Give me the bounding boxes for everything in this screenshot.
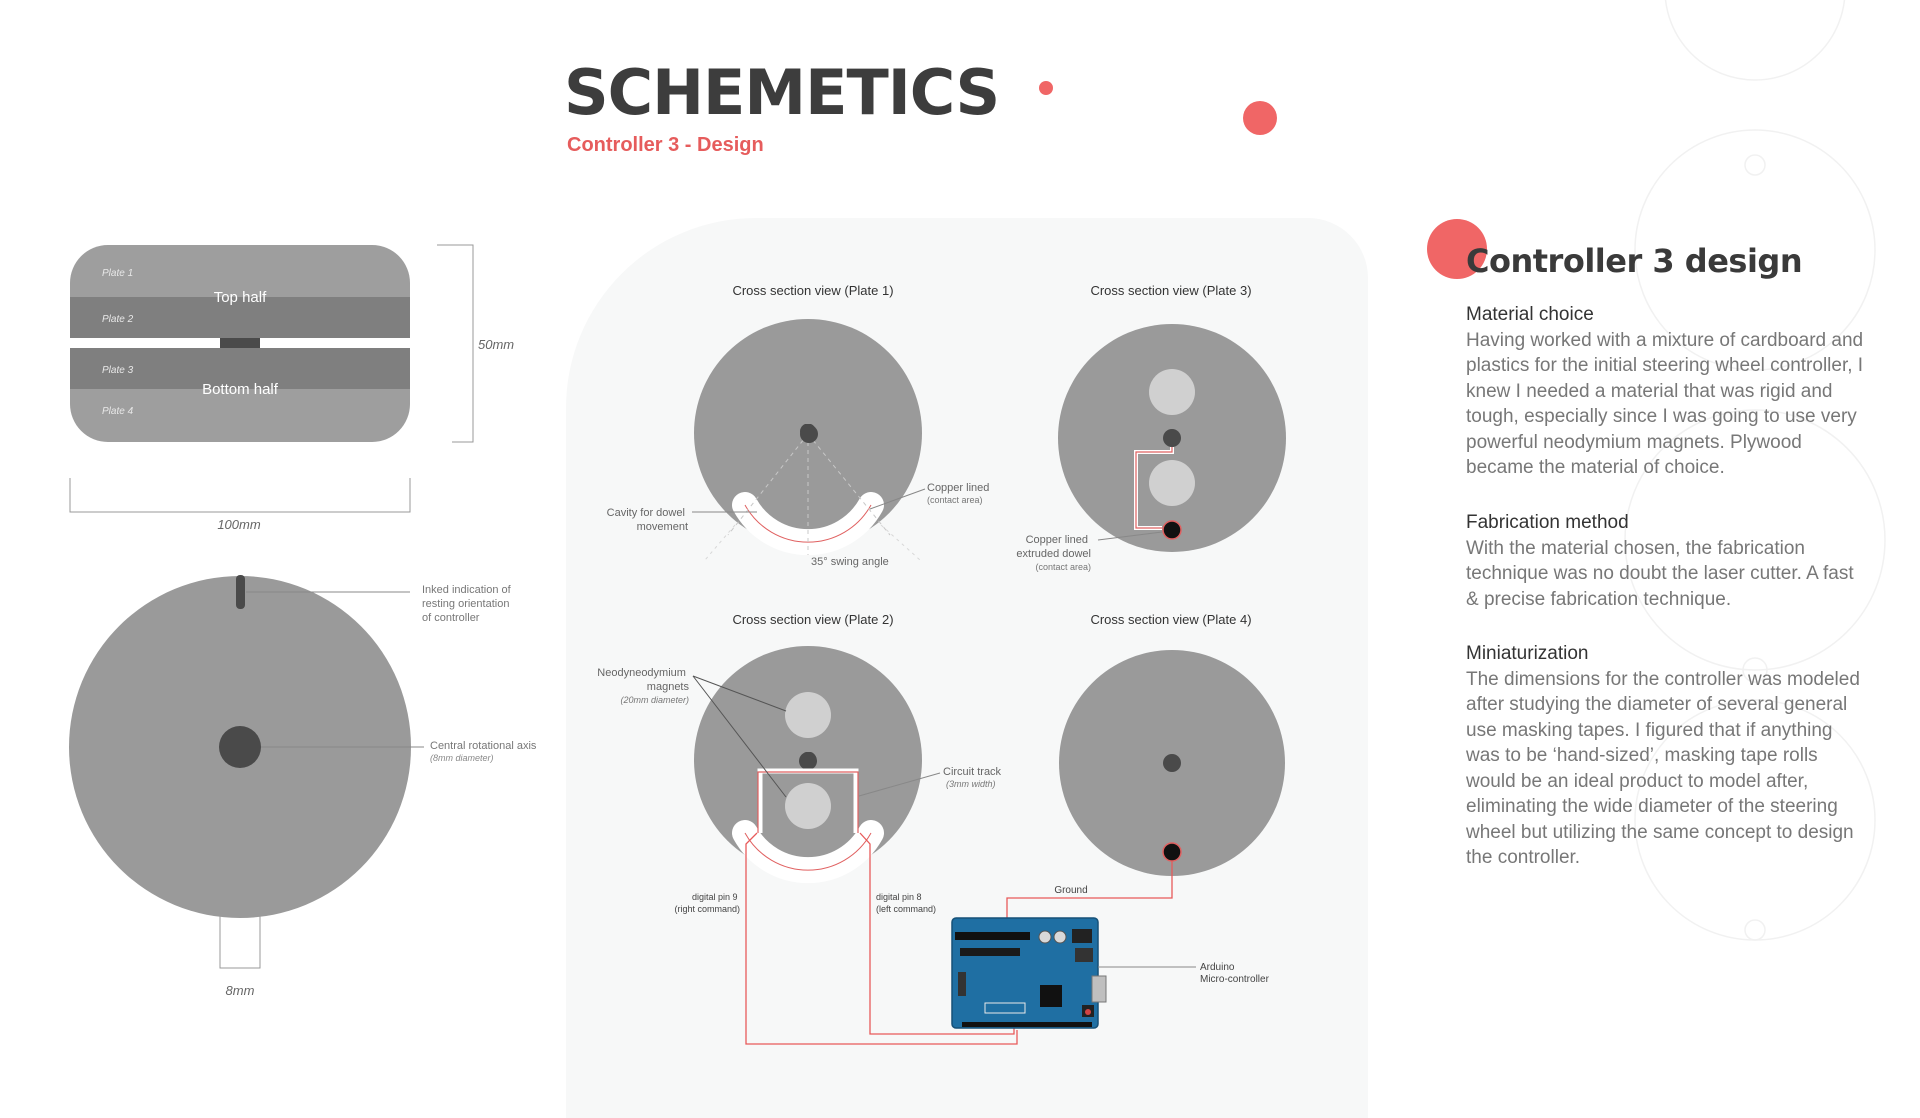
section-heading: Material choice: [1466, 304, 1594, 326]
plate-1-copper-label: Copper lined: [927, 482, 989, 494]
decorative-circles: [1624, 0, 1886, 941]
ink-label: Inked indication of resting orientation …: [422, 584, 514, 624]
axis-note: (8mm diameter): [430, 753, 494, 763]
center-dowel: [220, 338, 260, 348]
stem-label: 8mm: [226, 983, 255, 998]
plate-4-label: Plate 4: [102, 406, 134, 417]
section-heading: Fabrication method: [1466, 511, 1629, 533]
plate-3-magnet-top: [1149, 369, 1195, 415]
arduino-board: [951, 917, 1196, 1029]
ink-mark: [236, 575, 245, 609]
plate-3-dowel-label: Copper lined extruded dowel: [1016, 534, 1091, 560]
plate-2-track-note: (3mm width): [946, 779, 996, 789]
plate-stack: [70, 245, 410, 442]
plate-1-copper-note: (contact area): [927, 495, 983, 505]
section-body: The dimensions for the controller was mo…: [1466, 668, 1860, 869]
section-material-choice: Material choice Having worked with a mix…: [1466, 303, 1866, 481]
plate-3-dowel: [1162, 520, 1182, 540]
bottom-half-label: Bottom half: [202, 381, 279, 398]
plate-2-track: [808, 771, 859, 833]
plate-2-layer: [70, 297, 410, 338]
top-half-label: Top half: [214, 289, 267, 306]
plate-3-pivot: [1163, 429, 1181, 447]
plate-3-track: [1135, 447, 1173, 529]
plate-2-magnets-note: (20mm diameter): [620, 695, 689, 705]
plate-1-label: Plate 1: [102, 268, 133, 279]
plate-4-title: Cross section view (Plate 4): [1090, 612, 1251, 627]
pin-8-label: digital pin 8 (left command): [876, 892, 936, 914]
ground-label: Ground: [1054, 885, 1087, 896]
section-body: Having worked with a mixture of cardboar…: [1466, 329, 1864, 479]
accent-dot-small: [1039, 81, 1053, 95]
accent-dot-medium: [1243, 101, 1277, 135]
plate-1-cavity-label: Cavity for dowel movement: [607, 507, 688, 533]
rotation-axis: [219, 726, 261, 768]
plate-1-layer: [70, 245, 410, 297]
pin-9-label: digital pin 9 (right command): [674, 892, 740, 914]
width-dimension-line: [69, 478, 411, 513]
plate-4-pivot: [1163, 754, 1181, 772]
height-dimension-label: 50mm: [478, 337, 514, 352]
side-description: Controller 3 design Material choice Havi…: [1466, 242, 1866, 901]
plate-4-dowel: [1162, 842, 1182, 862]
side-title-dot: [1427, 219, 1487, 279]
page-subtitle: Controller 3 - Design: [567, 134, 764, 156]
height-dimension-line: [437, 244, 474, 443]
plate-4-layer: [70, 389, 410, 442]
plate-2-magnet-top: [785, 692, 831, 738]
plate-3-title: Cross section view (Plate 3): [1090, 283, 1251, 298]
plate-stack-and-top-view: Plate 1 Plate 2 Plate 3 Plate 4 Top half…: [69, 244, 537, 998]
plate-3-label: Plate 3: [102, 365, 134, 376]
axis-label: Central rotational axis: [430, 740, 537, 752]
plate-3-dowel-note: (contact area): [1035, 562, 1091, 572]
plate-1-swing-label: 35° swing angle: [811, 556, 889, 568]
plate-3-layer: [70, 348, 410, 389]
section-miniaturization: Miniaturization The dimensions for the c…: [1466, 642, 1866, 871]
circuit-wires: [745, 832, 1173, 1045]
plate-2-pivot: [799, 752, 817, 770]
section-heading: Miniaturization: [1466, 643, 1589, 665]
plate-2-magnet-bottom: [785, 783, 831, 829]
page-title: SCHEMETICS: [564, 56, 1000, 129]
arduino-label: Arduino Micro-controller: [1200, 962, 1270, 985]
section-body: With the material chosen, the fabricatio…: [1466, 537, 1854, 610]
section-fabrication-method: Fabrication method With the material cho…: [1466, 511, 1866, 612]
plate-2-label: Plate 2: [102, 314, 134, 325]
width-dimension-label: 100mm: [217, 517, 261, 532]
plate-2-title: Cross section view (Plate 2): [732, 612, 893, 627]
plate-2-magnets-label: Neodyneodymium magnets: [597, 667, 689, 693]
plate-1-copper-line: [744, 504, 872, 543]
plate-2-track-label: Circuit track: [943, 766, 1002, 778]
plate-3-magnet-bottom: [1149, 460, 1195, 506]
side-title: Controller 3 design: [1466, 242, 1803, 280]
plate-1-title: Cross section view (Plate 1): [732, 283, 893, 298]
cross-section-diagram: Cross section view (Plate 1) Cavity for …: [597, 283, 1286, 1045]
